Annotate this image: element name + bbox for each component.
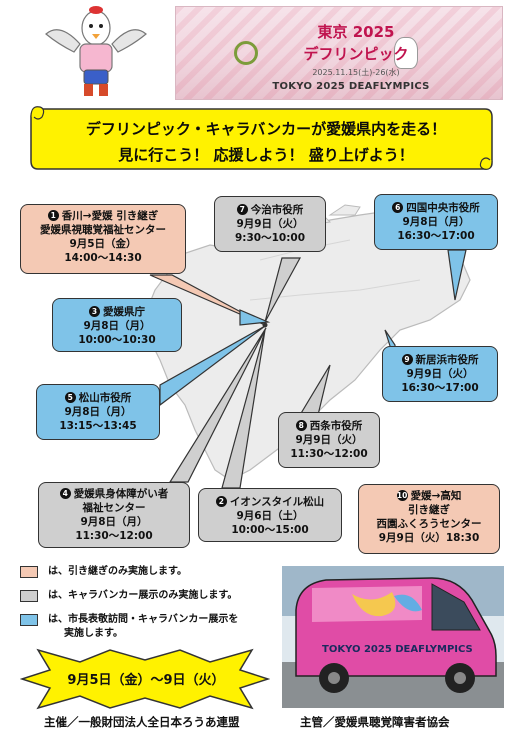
- pointer-3: [239, 309, 271, 326]
- stop-number: 6: [392, 202, 404, 213]
- period-star-banner: [20, 648, 270, 710]
- pointer-5: [159, 325, 266, 407]
- banner-subtitle: デフリンピック: [303, 45, 409, 63]
- stop-place-detail: 引き継ぎ: [408, 504, 450, 516]
- stop-number: 1: [47, 210, 59, 221]
- banner-english-title: TOKYO 2025 DEAFLYMPICS: [272, 81, 430, 92]
- mascot-illustration: [45, 6, 147, 96]
- stop-place-detail: 愛媛県視聴覚福祉センター: [40, 224, 166, 236]
- stop-place: 西条市役所: [309, 420, 363, 432]
- svg-text:TOKYO 2025 DEAFLYMPICS: TOKYO 2025 DEAFLYMPICS: [322, 644, 473, 655]
- stop-place-detail: 福祉センター: [82, 502, 146, 514]
- banner-mascot-icon: [394, 37, 418, 69]
- stop-place: 今治市役所: [250, 204, 304, 216]
- legend-text-blue-line2: 実施します。: [64, 628, 123, 639]
- headline-line1: デフリンピック・キャラバンカーが愛媛県内を走る！: [85, 120, 447, 138]
- stop-time: 16:30～17:00: [397, 230, 475, 242]
- stop-number: 2: [215, 496, 227, 507]
- stop-place: 愛媛→高知: [410, 490, 462, 502]
- event-period: 9月5日（金）～9日（火）: [67, 673, 225, 688]
- legend-text-pink: は、引き継ぎのみ実施します。: [48, 566, 187, 577]
- stop-time: 16:30～17:00: [401, 382, 479, 394]
- stop-date: 9月8日（月）: [402, 216, 470, 228]
- stop-time: 11:30～12:00: [75, 530, 153, 542]
- footer-organizer: 主催／一般財団法人全日本ろうあ連盟: [44, 715, 240, 729]
- stop-number: 3: [89, 306, 100, 317]
- stop-place-detail: 西園ふくろうセンター: [376, 518, 482, 530]
- banner-title: 東京 2025: [317, 23, 395, 41]
- stop-time: 14:00～14:30: [64, 252, 142, 264]
- stop-date: 9月9日（火）: [236, 218, 304, 230]
- legend-text-blue: は、市長表敬訪問・キャラバンカー展示を: [48, 614, 239, 625]
- stop-number: 4: [59, 488, 71, 499]
- stop-date: 9月8日（月）: [83, 320, 151, 332]
- legend-text-gray: は、キャラバンカー展示のみ実施します。: [48, 590, 238, 601]
- stop-place: 新居浜市役所: [415, 354, 479, 366]
- stop-date: 9月5日（金）: [69, 238, 137, 250]
- stop-place: イオンスタイル松山: [229, 496, 325, 508]
- deaflympics-banner: 東京 2025 デフリンピック 2025.11.15(土)-26(水) TOKY…: [175, 6, 503, 100]
- stop-place: 愛媛県身体障がい者: [73, 488, 169, 500]
- caravan-car-photo: TOKYO 2025 DEAFLYMPICS: [282, 566, 504, 708]
- headline-scroll: [30, 106, 493, 170]
- pointer-1: [149, 274, 266, 326]
- footer-host: 主管／愛媛県聴覚障害者協会: [300, 715, 450, 729]
- stop-number: 7: [236, 204, 248, 215]
- stop-date: 9月8日（月）: [64, 406, 132, 418]
- stop-date: 9月8日（月）: [80, 516, 148, 528]
- pointer-7: [264, 257, 302, 323]
- stop-place: 松山市役所: [78, 392, 132, 404]
- stop-date: 9月6日（土）: [236, 510, 304, 522]
- map-outline: [144, 209, 471, 481]
- stop-time: 13:15～13:45: [59, 420, 137, 432]
- deaflympics-logo-icon: [234, 41, 258, 65]
- pointer-6: [447, 249, 467, 301]
- stop-time: 9:30～10:00: [234, 232, 306, 244]
- stop-place: 香川→愛媛 引き継ぎ: [61, 210, 159, 222]
- stop-time: 10:00～10:30: [78, 334, 156, 346]
- ehime-map: [144, 204, 471, 489]
- stop-number: 10: [396, 490, 408, 501]
- legend-swatch-pink: [20, 566, 38, 578]
- headline: デフリンピック・キャラバンカーが愛媛県内を走る！ 見に行こう！ 応援しよう！ 盛…: [46, 116, 486, 168]
- banner-dates: 2025.11.15(土)-26(水): [312, 68, 400, 77]
- stop-number: 8: [295, 420, 307, 431]
- stop-time: 11:30～12:00: [290, 448, 368, 460]
- stop-date: 9月9日（火）: [295, 434, 363, 446]
- stop-number: 5: [64, 392, 76, 403]
- stop-number: 9: [401, 354, 413, 365]
- stop-place: 愛媛県庁: [103, 306, 145, 318]
- stop-date: 9月9日（火）: [406, 368, 474, 380]
- legend-swatch-gray: [20, 590, 38, 602]
- banner-background: [176, 7, 502, 99]
- stop-place: 四国中央市役所: [406, 202, 480, 214]
- headline-line2: 見に行こう！ 応援しよう！ 盛り上げよう！: [118, 146, 414, 164]
- stop-time: 10:00～15:00: [231, 524, 309, 536]
- stop-date-time: 9月9日（火）18:30: [378, 532, 480, 544]
- legend-swatch-blue: [20, 614, 38, 626]
